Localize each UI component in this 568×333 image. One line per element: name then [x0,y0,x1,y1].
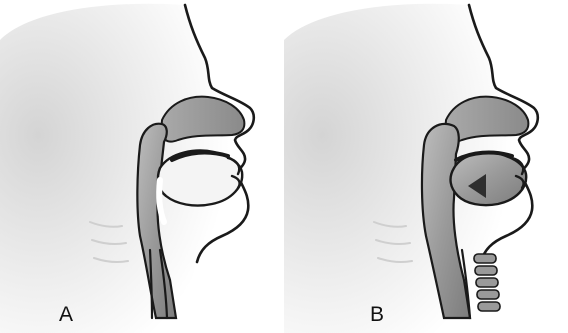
trachea-rings [474,254,500,311]
tongue [451,153,527,206]
panel-label-b: B [370,303,384,327]
head-cross-section-b [284,0,568,333]
head-cross-section-a [0,0,284,333]
panel-a: A [0,0,284,333]
panel-b: B [284,0,568,333]
panel-label-a: A [59,303,73,327]
